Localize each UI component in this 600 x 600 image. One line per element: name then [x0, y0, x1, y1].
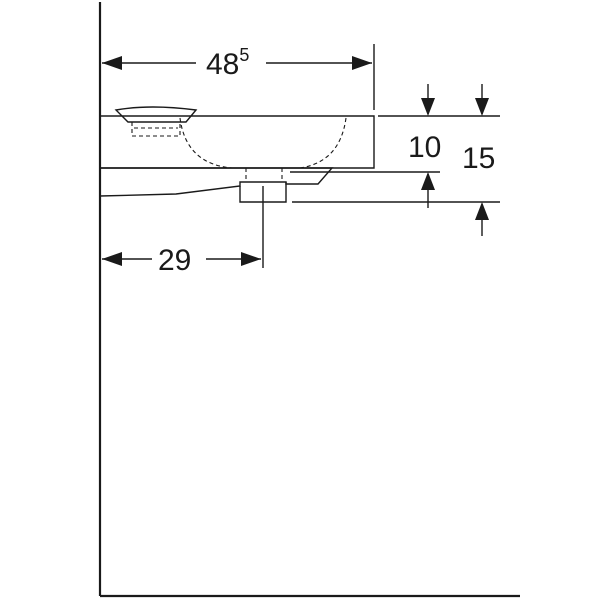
- dimension-drain-offset: 29: [102, 186, 264, 277]
- bowl-hidden-contour: [179, 117, 347, 169]
- dimension-width: 485: [102, 44, 375, 110]
- total-depth-label: 15: [462, 142, 495, 175]
- drain-hidden-contour: [245, 168, 283, 182]
- bowl-depth-label: 10: [408, 131, 441, 164]
- tap-hole: [114, 106, 198, 137]
- drain-offset-label: 29: [158, 244, 191, 277]
- dimension-bowl-depth: 10: [290, 84, 500, 208]
- dimension-total-depth: 15: [292, 84, 500, 236]
- width-label: 485: [206, 45, 249, 81]
- basin-body: [99, 115, 375, 203]
